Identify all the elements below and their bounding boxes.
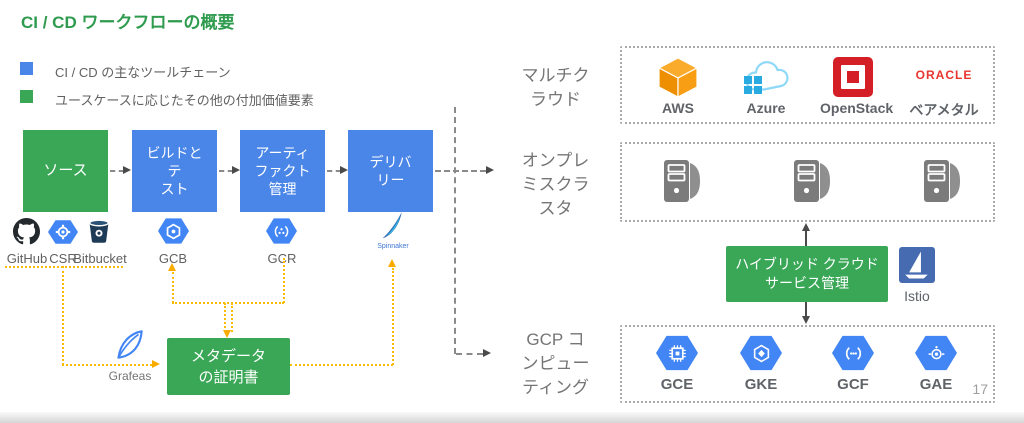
legend-swatch-blue [20,62,33,75]
arrow-right-icon [340,166,348,174]
istio-label: Istio [904,288,930,304]
spinnaker-icon [382,212,402,239]
gcp-label-gke: GKE [744,376,778,393]
delivery-to-onprem-connector [435,170,486,172]
github-icon [13,218,40,245]
source-to-metadata-horizontal [62,364,152,366]
server-icon [664,160,700,202]
arrow-right-icon [123,166,131,174]
target-label-gcp: GCP コ ンピュー ティング [521,330,590,397]
stage-connector-2 [219,170,233,172]
bitbucket-icon [89,219,109,243]
tool-label-gcb: GCB [158,251,188,266]
tool-label-csr: CSR [49,251,77,266]
multicloud-label-azure: Azure [746,100,786,116]
gcr-connector-vertical [283,258,285,303]
arrow-down-icon [802,316,810,324]
target-label-onprem: オンプレ ミスクラ スタ [521,151,590,218]
legend-swatch-green [20,90,33,103]
orange-arrow-down-icon [223,330,231,338]
targets-branch-vertical [454,107,456,354]
server-icon [924,160,960,202]
source-tools-underline-connector [5,266,123,268]
slide-bottom-edge [0,412,1024,423]
multicloud-panel [620,46,995,124]
legend-label-value-add: ユースケースに応じたその他の付加価値要素 [55,93,314,108]
gcp-label-gcf: GCF [837,376,869,393]
gcb-connector-vertical [172,272,174,303]
metadata-attestation-box: メタデータ の証明書 [167,338,290,395]
arrow-right-icon [483,349,491,357]
stage-box-artifact-mgmt: アーティ ファクト 管理 [240,130,325,212]
gcp-label-gae: GAE [919,376,953,393]
legend-label-toolchain: CI / CD の主なツールチェーン [55,65,231,80]
tool-label-github: GitHub [6,251,48,266]
hybrid-cloud-mgmt-box: ハイブリッド クラウド サービス管理 [726,246,888,302]
openstack-icon [833,57,873,97]
multicloud-label-openstack: OpenStack [820,100,894,116]
stage-box-build-test: ビルドと テ スト [132,130,217,212]
server-icon [794,160,830,202]
multicloud-label-aws: AWS [662,100,694,116]
gcp-panel [620,325,995,403]
orange-arrow-right-icon [152,360,160,368]
arrow-up-icon [802,223,810,231]
grafeas-feather-icon [117,330,143,359]
page-title: CI / CD ワークフローの概要 [21,13,235,32]
gcp-label-gce: GCE [660,376,694,393]
oracle-logo: ORACLE [915,68,973,82]
stage-connector-3 [327,170,341,172]
grafeas-label: Grafeas [108,369,152,383]
target-label-multicloud: マルチク ラウド [521,66,590,109]
bracket-to-metadata-vertical-1 [224,303,226,332]
gke-hexagon-icon [740,335,782,371]
branch-to-gcp-connector [456,353,483,355]
gce-hexagon-icon [656,335,698,371]
tool-label-spinnaker: Spinnaker [377,243,409,250]
metadata-to-spinnaker-horizontal [290,364,393,366]
orange-arrow-up-icon [168,263,176,271]
aws-cube-icon [657,57,699,98]
csr-hexagon-icon [48,220,78,244]
arrow-right-icon [232,166,240,174]
bracket-to-metadata-vertical-2 [231,303,233,332]
spinnaker-connector-vertical [392,268,394,365]
arrow-right-icon [486,166,494,174]
azure-cloud-icon [744,61,789,94]
stage-box-source: ソース [23,130,108,212]
gcr-hexagon-icon [266,218,297,244]
gcf-hexagon-icon [832,335,874,371]
istio-sailboat-icon [899,247,935,283]
tool-label-bitbucket: Bitbucket [73,251,127,266]
gcb-hexagon-icon [158,218,189,244]
tool-label-gcr: GCR [267,251,297,266]
multicloud-label-baremetal: ベアメタル [909,102,979,118]
orange-arrow-up-icon [388,259,396,267]
hybrid-to-onprem-line [805,230,807,246]
page-number: 17 [972,381,988,397]
stage-box-delivery: デリバ リー [348,130,433,212]
hybrid-to-gcp-line [805,302,807,317]
stage-connector-1 [110,170,124,172]
source-to-metadata-vertical [62,266,64,365]
gcb-gcr-bracket [172,302,284,304]
gae-hexagon-icon [915,335,957,371]
openstack-icon-core [847,71,859,83]
onprem-panel [620,142,995,222]
